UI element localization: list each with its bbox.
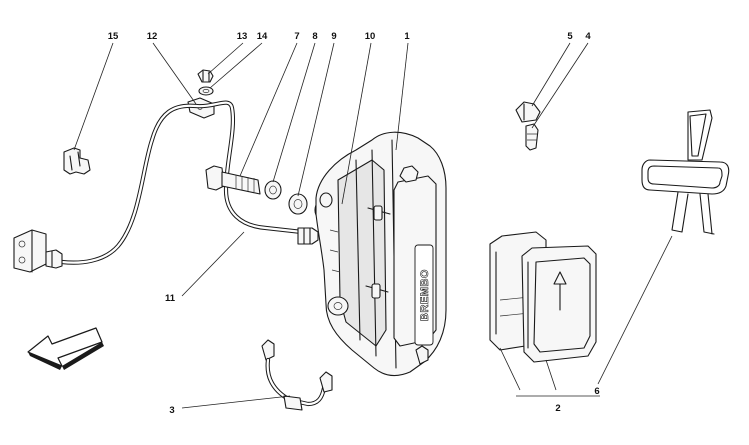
callout-6: 6 (594, 386, 599, 397)
part-8-washer (264, 180, 282, 200)
callout-8: 8 (312, 31, 317, 42)
callout-13: 13 (237, 31, 248, 42)
part-2-brake-pads (489, 231, 597, 363)
callout-1: 1 (404, 31, 410, 42)
part-14-washer (198, 86, 214, 96)
callout-15: 15 (108, 31, 119, 42)
part-5-bleed-cap (515, 101, 541, 123)
callout-5: 5 (567, 31, 573, 42)
callout-2: 2 (555, 403, 560, 414)
part-9-washer (288, 193, 308, 215)
caliper-brand-text: BREMBO (419, 269, 431, 321)
callout-11: 11 (165, 293, 176, 304)
hose-mounting-bracket (13, 229, 63, 273)
part-4-bleed-screw (525, 123, 539, 151)
part-7-caliper-bolt (205, 165, 261, 195)
callout-4: 4 (585, 31, 591, 42)
callout-3: 3 (169, 405, 174, 416)
part-11-brake-hose (59, 100, 319, 265)
callout-14: 14 (257, 31, 268, 42)
callout-9: 9 (331, 31, 336, 42)
callout-numbers: 15 12 13 14 7 8 9 10 1 5 4 11 3 6 2 (108, 31, 600, 416)
part-15-clip (63, 147, 91, 175)
leader-lines (73, 42, 673, 409)
part-3-brake-pipe (261, 339, 333, 411)
callout-7: 7 (294, 31, 299, 42)
callout-12: 12 (147, 31, 158, 42)
callout-10: 10 (365, 31, 376, 42)
front-direction-arrow-icon (27, 327, 104, 370)
part-6-pad-spring (641, 109, 730, 235)
part-1-brake-caliper: BREMBO (315, 131, 447, 377)
